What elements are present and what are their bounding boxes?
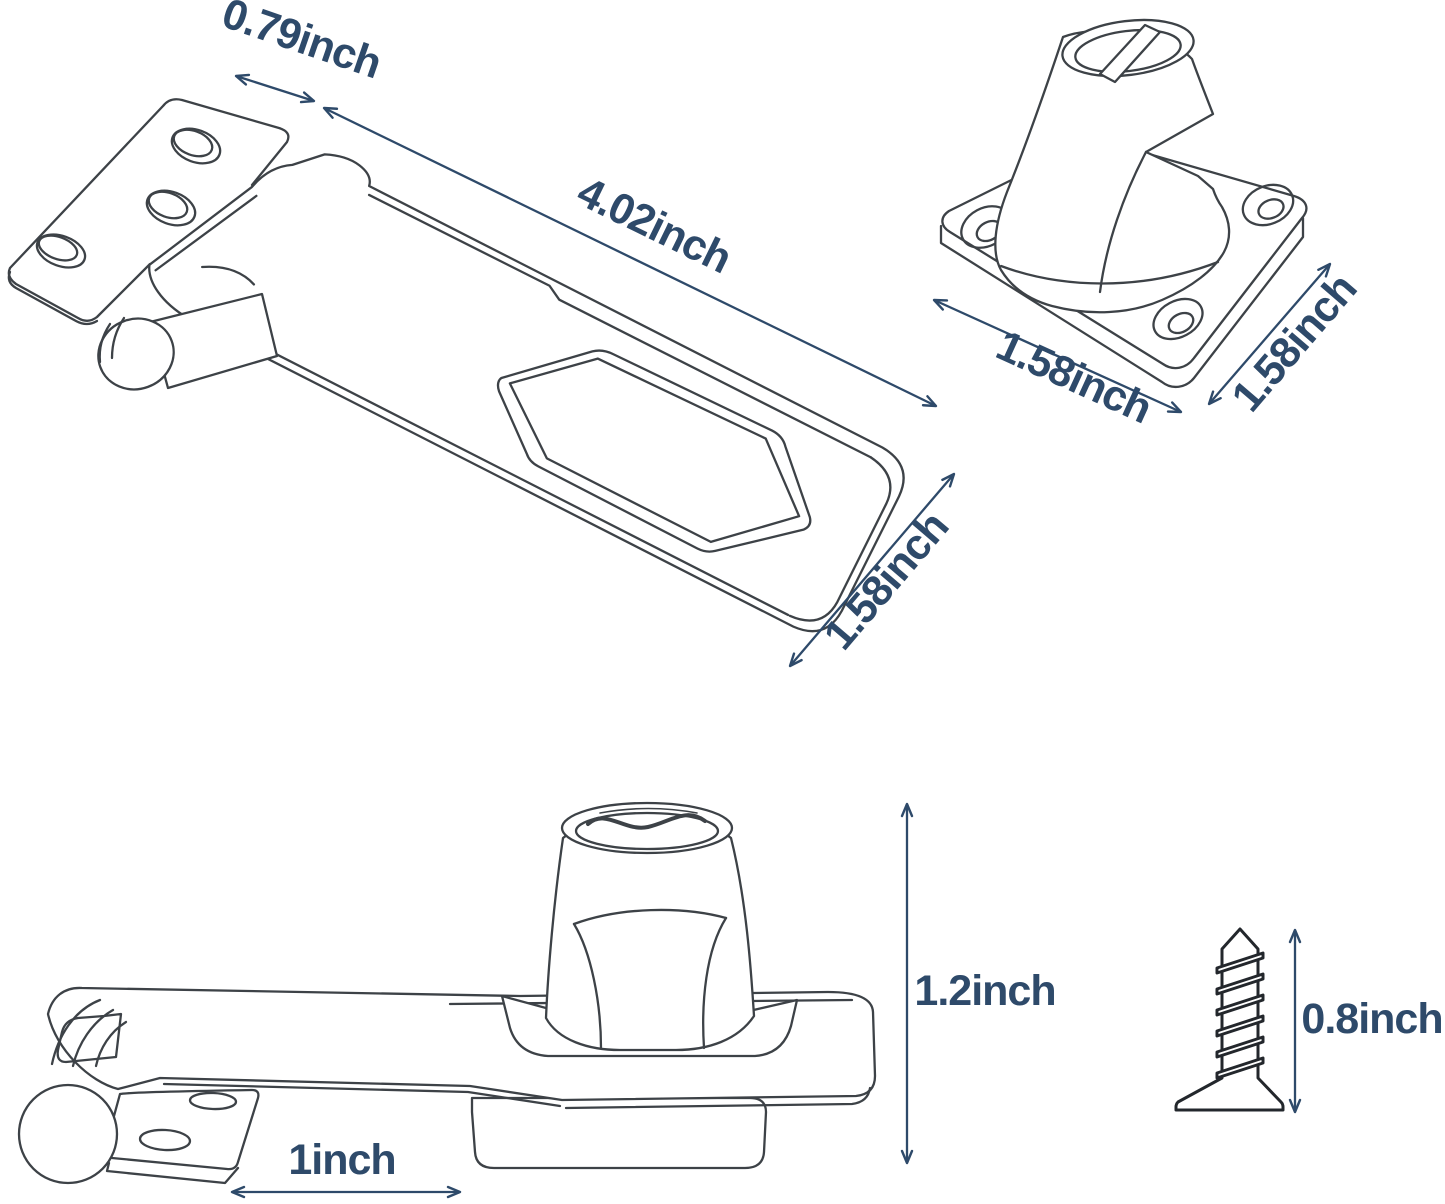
hasp-strap-edge-line <box>154 194 258 272</box>
hasp-hinge-plate-thickness <box>7 270 99 326</box>
assembly-flange-bottom-thickness <box>564 1086 872 1110</box>
lock-isometric-drawing <box>939 18 1308 389</box>
dim-label-assembly-height: 1.2inch <box>914 967 1055 1015</box>
lock-knob-turn-tab <box>1098 23 1162 84</box>
assembly-strap-bottom-thickness <box>162 1082 562 1108</box>
dim-line-hinge-width <box>234 73 316 104</box>
hasp-strap-bend-line <box>201 265 256 286</box>
dim-label-hasp-length: 4.02inch <box>570 168 739 283</box>
assembly-side-drawing <box>17 801 877 1185</box>
dim-line-hasp-width <box>788 472 956 668</box>
assembly-hinge-leaf-holes <box>138 1091 238 1152</box>
dim-line-hasp-length <box>322 106 938 408</box>
hasp-hinge-plate-screw-holes <box>35 127 222 269</box>
assembly-hinge-barrel <box>17 1083 119 1185</box>
assembly-curl-lines <box>50 998 128 1068</box>
dim-line-base-depth <box>1207 262 1332 406</box>
assembly-knob-top-arc <box>599 807 698 814</box>
lock-knob-body <box>994 29 1231 314</box>
screw-outline <box>1174 927 1285 1112</box>
hasp-hinge-barrel <box>97 292 279 391</box>
assembly-knob-creases <box>572 908 728 1050</box>
lock-knob-facet-crease <box>1098 150 1148 294</box>
lock-knob-top-inner-ring <box>1074 28 1182 74</box>
dim-label-hinge-leaf-length: 1inch <box>288 1136 395 1184</box>
dim-label-hinge-width: 0.79inch <box>216 0 387 88</box>
screw-threads <box>1215 951 1265 1080</box>
dim-line-base-width <box>932 298 1183 414</box>
assembly-knob-key-slot <box>586 813 707 830</box>
hasp-isometric-drawing <box>7 98 905 633</box>
lock-knob-base-seam <box>999 260 1220 285</box>
assembly-hinge-leaf-thickness <box>105 1161 240 1185</box>
dim-label-screw-length: 0.8inch <box>1301 995 1442 1043</box>
assembly-base-box <box>470 1096 768 1170</box>
line-art-layer <box>7 18 1308 1185</box>
dimension-lines <box>230 73 1332 1199</box>
screw-drawing <box>1174 927 1285 1112</box>
assembly-knob-top-inner-ring <box>574 811 720 851</box>
